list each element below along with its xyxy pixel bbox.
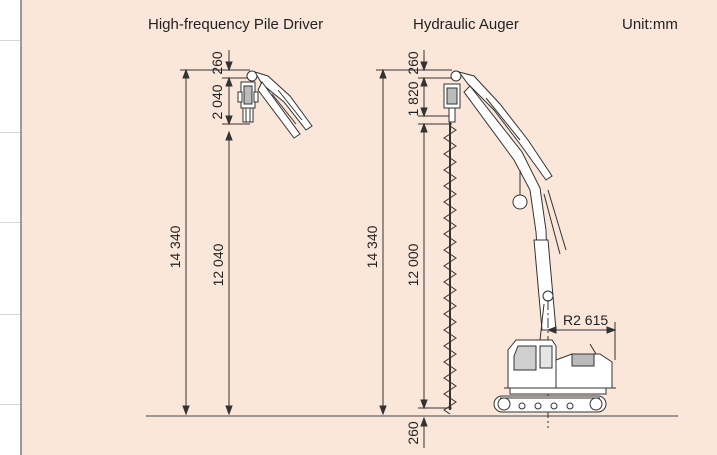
grid-line	[0, 40, 20, 41]
unit-label: Unit:mm	[622, 16, 678, 33]
title-pile-driver: High-frequency Pile Driver	[148, 16, 324, 33]
grid-line	[0, 314, 20, 315]
grid-line	[0, 132, 20, 133]
dim-au-bottom: 260	[405, 421, 421, 445]
grid-line	[0, 404, 20, 405]
auger-drawing	[376, 50, 617, 448]
title-hydraulic-auger: Hydraulic Auger	[413, 16, 519, 33]
dim-au-screw: 12 000	[405, 243, 421, 286]
pile-driver-drawing	[180, 50, 313, 416]
dim-radius: R2 615	[563, 312, 608, 328]
dim-pd-total: 14 340	[167, 225, 183, 268]
dim-pd-pile: 12 040	[210, 243, 226, 286]
dim-pd-head: 2 040	[209, 84, 225, 119]
dim-pd-top: 260	[209, 51, 225, 75]
dim-au-top: 260	[405, 51, 421, 75]
dim-au-total: 14 340	[364, 225, 380, 268]
grid-line	[0, 222, 20, 223]
dim-au-head: 1 820	[405, 81, 421, 116]
